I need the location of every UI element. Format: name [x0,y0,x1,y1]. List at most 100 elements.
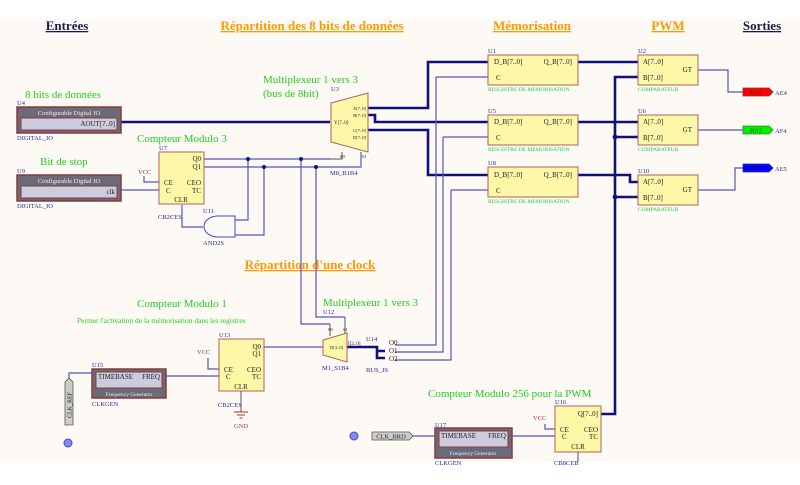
digital-io-u9[interactable]: U9 Configurable Digital IO clk DIGITAL_I… [16,168,122,210]
svg-text:U14: U14 [366,336,378,343]
svg-text:RESGISTRE DE MEMORISATION: RESGISTRE DE MEMORISATION [488,199,570,205]
svg-text:Y[7..0]: Y[7..0] [334,121,349,126]
svg-text:Q[7..0]: Q[7..0] [578,410,598,418]
svg-text:GT: GT [683,66,693,74]
clock-generator-u15[interactable]: U15 TIMEBASE FREQ Frequency Generator CL… [91,362,167,408]
svg-text:COMPARATEUR: COMPARATEUR [638,87,679,93]
svg-text:D_B[7..0]: D_B[7..0] [494,58,522,66]
register-u8[interactable]: U8 D_B[7..0] Q_B[7..0] C RESGISTRE DE ME… [487,160,579,205]
svg-text:A[7..0]: A[7..0] [643,58,663,66]
svg-text:C: C [496,74,501,82]
svg-text:CB2CES: CB2CES [158,214,182,221]
svg-text:DIGITAL_IO: DIGITAL_IO [17,135,53,142]
svg-text:D_B[7..0]: D_B[7..0] [494,171,522,179]
header-outputs: Sorties [743,18,781,33]
mux-u12[interactable]: U12 D[3..0] S0 S1 M1_S1B4 [322,309,349,372]
svg-text:O2: O2 [389,355,398,363]
svg-text:CLR: CLR [234,383,248,391]
header-inputs: Entrées [46,18,89,33]
counter-u7[interactable]: U7 Q0 Q1 CE C CEO TC CLR CB2CES VCC [138,145,205,221]
svg-text:HA2: HA2 [750,91,762,97]
svg-text:CB8CEB: CB8CEB [554,460,579,467]
svg-text:B[7..0]: B[7..0] [353,113,366,118]
register-u5[interactable]: U5 D_B[7..0] Q_B[7..0] C RESGISTRE DE ME… [487,108,579,153]
svg-text:U17: U17 [435,422,447,429]
svg-text:S1: S1 [343,327,348,332]
svg-text:DIGITAL_IO: DIGITAL_IO [17,203,53,210]
svg-text:GT: GT [683,186,693,194]
svg-text:VCC: VCC [197,349,210,356]
comment-stopbit: Bit de stop [40,156,88,168]
svg-text:S0: S0 [340,154,346,159]
svg-text:CLR: CLR [174,196,188,204]
svg-text:VCC: VCC [533,415,546,422]
svg-text:CLK_REF: CLK_REF [68,391,74,418]
svg-text:M8_B1B4: M8_B1B4 [330,170,358,177]
counter-u13[interactable]: U13 Q0 Q1 CE C CEO TC CLR CB2CES VCC GND [197,332,265,430]
clock-port-clk-brd[interactable]: CLK_BRD [371,431,414,441]
counter-u16[interactable]: U16 Q[7..0] CE C CEO TC CLR CB8CEB VCC [533,399,602,467]
svg-text:O0: O0 [389,339,398,347]
output-port-ha2[interactable]: HA2 AE4 [742,87,788,97]
comment-mux-b: (bus de 8bit) [263,88,319,100]
svg-text:AND2S: AND2S [203,240,224,247]
svg-text:AE4: AE4 [775,90,788,97]
svg-text:Q0: Q0 [192,155,201,163]
svg-text:I[2..0]: I[2..0] [348,342,361,347]
svg-text:AE5: AE5 [775,166,787,173]
svg-text:CB2CES: CB2CES [218,402,242,409]
svg-text:O1: O1 [389,347,398,355]
comparator-u6[interactable]: U6 A[7..0] B[7..0] GT COMPARATEUR [637,108,699,153]
and-gate-u11[interactable]: U11 AND2S [203,208,236,247]
clock-source-icon [349,431,359,441]
bus-joiner-u14[interactable]: U14 I[2..0] O0 O1 O2 BUS_JS [348,336,398,374]
svg-text:AOUT[7..0]: AOUT[7..0] [80,120,115,128]
comment-mod3: Compteur Modulo 3 [137,133,227,145]
svg-text:U13: U13 [219,332,230,339]
svg-text:HA4: HA4 [750,167,762,173]
svg-text:D[7..0]: D[7..0] [353,135,366,140]
svg-text:TC: TC [252,373,261,381]
clock-source-icon [63,438,73,448]
digital-io-u4[interactable]: U4 Configurable Digital IO AOUT[7..0] DI… [16,100,122,142]
svg-text:M1_S1B4: M1_S1B4 [322,365,349,372]
output-port-ha3[interactable]: HA3 AF4 [742,125,787,135]
svg-text:CEO: CEO [187,179,201,187]
svg-text:B[7..0]: B[7..0] [643,134,663,142]
svg-text:Q_B[7..0]: Q_B[7..0] [544,58,572,66]
register-u1[interactable]: U1 D_B[7..0] Q_B[7..0] C RESGISTRE DE ME… [487,48,579,93]
comparator-u10[interactable]: U10 A[7..0] B[7..0] GT COMPARATEUR [637,168,699,213]
clock-port-clk-ref[interactable]: CLK_REF [64,377,74,426]
svg-text:TIMEBASE: TIMEBASE [98,373,133,381]
svg-text:U1: U1 [488,48,496,55]
svg-text:CEO: CEO [584,426,598,434]
svg-text:S1: S1 [362,154,367,159]
svg-text:FREQ: FREQ [142,373,160,381]
svg-text:U16: U16 [555,399,567,406]
clock-generator-u17[interactable]: U17 TIMEBASE FREQ Frequency Generator CL… [434,422,513,467]
svg-text:COMPARATEUR: COMPARATEUR [638,147,679,153]
mux-u3[interactable]: U3 Y[7..0] A[7..0] B[7..0] C[7..0] D[7..… [330,86,369,177]
comment-mod256: Compteur Modulo 256 pour la PWM [428,388,592,400]
header-clock: Répartition d'une clock [245,257,376,272]
svg-text:RESGISTRE DE MEMORISATION: RESGISTRE DE MEMORISATION [488,87,570,93]
svg-text:C: C [496,187,501,195]
svg-text:D_B[7..0]: D_B[7..0] [494,118,522,126]
svg-text:S0: S0 [328,327,334,332]
svg-text:Configurable Digital IO: Configurable Digital IO [38,110,101,117]
header-memo: Mémorisation [493,18,572,33]
svg-text:CLK_BRD: CLK_BRD [376,434,406,441]
wires [68,60,743,462]
svg-text:C: C [562,433,567,441]
output-port-ha4[interactable]: HA4 AE5 [742,163,787,173]
comparator-u2[interactable]: U2 A[7..0] B[7..0] GT COMPARATEUR [637,48,699,93]
svg-text:U6: U6 [638,108,647,115]
svg-text:Q_B[7..0]: Q_B[7..0] [544,171,572,179]
svg-text:AF4: AF4 [775,128,787,135]
svg-text:FREQ: FREQ [488,432,506,440]
svg-text:Configurable Digital IO: Configurable Digital IO [38,178,101,185]
svg-text:COMPARATEUR: COMPARATEUR [638,207,679,213]
comment-data8: 8 bits de données [25,89,101,101]
svg-text:CE: CE [164,179,173,187]
